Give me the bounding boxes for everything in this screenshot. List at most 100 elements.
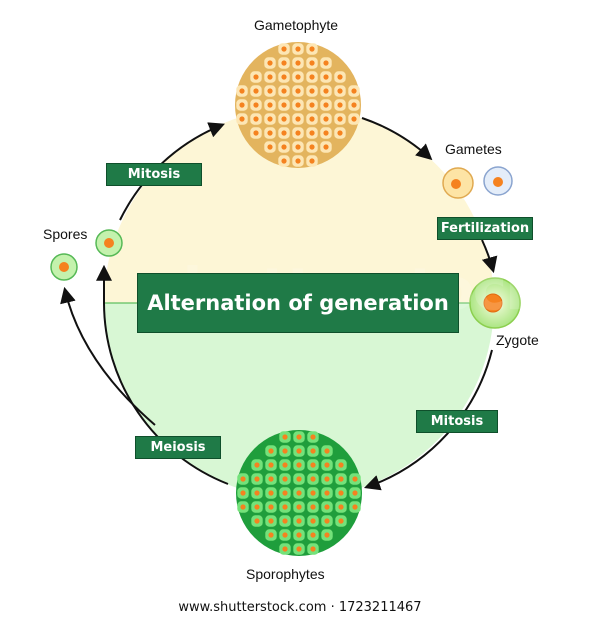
gametophyte-cluster (235, 42, 361, 168)
sporophyte-nucleus (310, 532, 316, 538)
gametophyte-nucleus (337, 74, 343, 80)
sporophyte-nucleus (282, 448, 288, 454)
sporophyte-nucleus (268, 476, 274, 482)
gametophyte-nucleus (351, 116, 357, 122)
sporophyte-nucleus (254, 476, 260, 482)
sporophyte-nucleus (310, 518, 316, 524)
sporophyte-nucleus (296, 532, 302, 538)
sporophyte-nucleus (282, 532, 288, 538)
sporophyte-nucleus (310, 490, 316, 496)
fertilization-label: Fertilization (437, 217, 533, 240)
gametophyte-nucleus (267, 88, 273, 94)
sporophyte-nucleus (240, 476, 246, 482)
gametophyte-nucleus (309, 130, 315, 136)
gametophyte-nucleus (323, 102, 329, 108)
sporophyte-nucleus (282, 546, 288, 552)
sporophyte-nucleus (324, 518, 330, 524)
sporophyte-cluster (236, 430, 362, 556)
sporophyte-nucleus (268, 462, 274, 468)
arrow-gametophyte-to-gametes (361, 117, 433, 161)
gametophyte-nucleus (253, 88, 259, 94)
gametophyte-nucleus (281, 46, 287, 52)
sporophyte-nucleus (352, 476, 358, 482)
gamete-nucleus-female (451, 179, 461, 189)
gametophyte-nucleus (337, 102, 343, 108)
gametophyte-nucleus (295, 144, 301, 150)
gametophyte-nucleus (323, 60, 329, 66)
sporophyte-nucleus (268, 504, 274, 510)
sporophyte-nucleus (282, 434, 288, 440)
sporophyte-nucleus (310, 434, 316, 440)
sporophyte-nucleus (324, 532, 330, 538)
gametophyte-nucleus (239, 88, 245, 94)
sporophyte-nucleus (268, 532, 274, 538)
sporophyte-nucleus (240, 490, 246, 496)
sporophyte-nucleus (338, 476, 344, 482)
image-footer: www.shutterstock.com · 1723211467 (178, 600, 422, 615)
diagram-title: Alternation of generation (137, 273, 459, 333)
gametophyte-nucleus (295, 60, 301, 66)
sporophyte-nucleus (282, 476, 288, 482)
spores-label: Spores (43, 226, 88, 242)
gametophyte-nucleus (323, 144, 329, 150)
sporophyte-nucleus (338, 518, 344, 524)
sporophytes-label: Sporophytes (246, 566, 325, 582)
gametophyte-nucleus (323, 130, 329, 136)
gametophyte-nucleus (309, 144, 315, 150)
meiosis-label: Meiosis (135, 436, 221, 459)
sporophyte-nucleus (324, 448, 330, 454)
arc-sporophyte-lower (103, 302, 229, 485)
sporophyte-nucleus (338, 462, 344, 468)
sporophyte-nucleus (310, 504, 316, 510)
sporophyte-nucleus (296, 546, 302, 552)
gametophyte-nucleus (267, 130, 273, 136)
gametophyte-nucleus (337, 116, 343, 122)
gametophyte-nucleus (323, 116, 329, 122)
gametophyte-nucleus (309, 60, 315, 66)
gametophyte-nucleus (267, 60, 273, 66)
sporophyte-nucleus (296, 434, 302, 440)
sporophyte-nucleus (282, 490, 288, 496)
gametophyte-nucleus (281, 144, 287, 150)
gametophyte-nucleus (351, 102, 357, 108)
spore-nucleus-inner (104, 238, 114, 248)
sporophyte-nucleus (338, 504, 344, 510)
sporophyte-nucleus (282, 518, 288, 524)
mitosis-label-top: Mitosis (106, 163, 202, 186)
gametophyte-nucleus (295, 102, 301, 108)
sporophyte-nucleus (268, 518, 274, 524)
sporophyte-nucleus (296, 476, 302, 482)
gametophyte-nucleus (267, 144, 273, 150)
sporophyte-nucleus (282, 504, 288, 510)
gametophyte-nucleus (239, 102, 245, 108)
gametophyte-nucleus (323, 88, 329, 94)
sporophyte-nucleus (296, 518, 302, 524)
gametophyte-nucleus (295, 158, 301, 164)
gametophyte-nucleus (281, 130, 287, 136)
gametophyte-nucleus (253, 102, 259, 108)
gametophyte-nucleus (295, 74, 301, 80)
sporophyte-nucleus (324, 462, 330, 468)
sporophyte-nucleus (338, 490, 344, 496)
gametophyte-nucleus (253, 116, 259, 122)
haploid-region (104, 108, 494, 303)
gametophyte-nucleus (295, 116, 301, 122)
sporophyte-nucleus (296, 462, 302, 468)
sporophyte-nucleus (268, 490, 274, 496)
sporophyte-nucleus (352, 504, 358, 510)
mitosis-label-bottom: Mitosis (416, 410, 498, 433)
sporophyte-nucleus (324, 504, 330, 510)
gametophyte-nucleus (267, 116, 273, 122)
sporophyte-nucleus (254, 518, 260, 524)
gamete-nucleus-male (493, 177, 503, 187)
gametophyte-nucleus (337, 130, 343, 136)
sporophyte-nucleus (268, 448, 274, 454)
arrow-to-spore-outer (60, 286, 156, 426)
sporophyte-nucleus (254, 490, 260, 496)
gametophyte-nucleus (281, 74, 287, 80)
gametophyte-nucleus (309, 102, 315, 108)
zygote-nucleus (483, 293, 503, 313)
gametophyte-nucleus (309, 46, 315, 52)
